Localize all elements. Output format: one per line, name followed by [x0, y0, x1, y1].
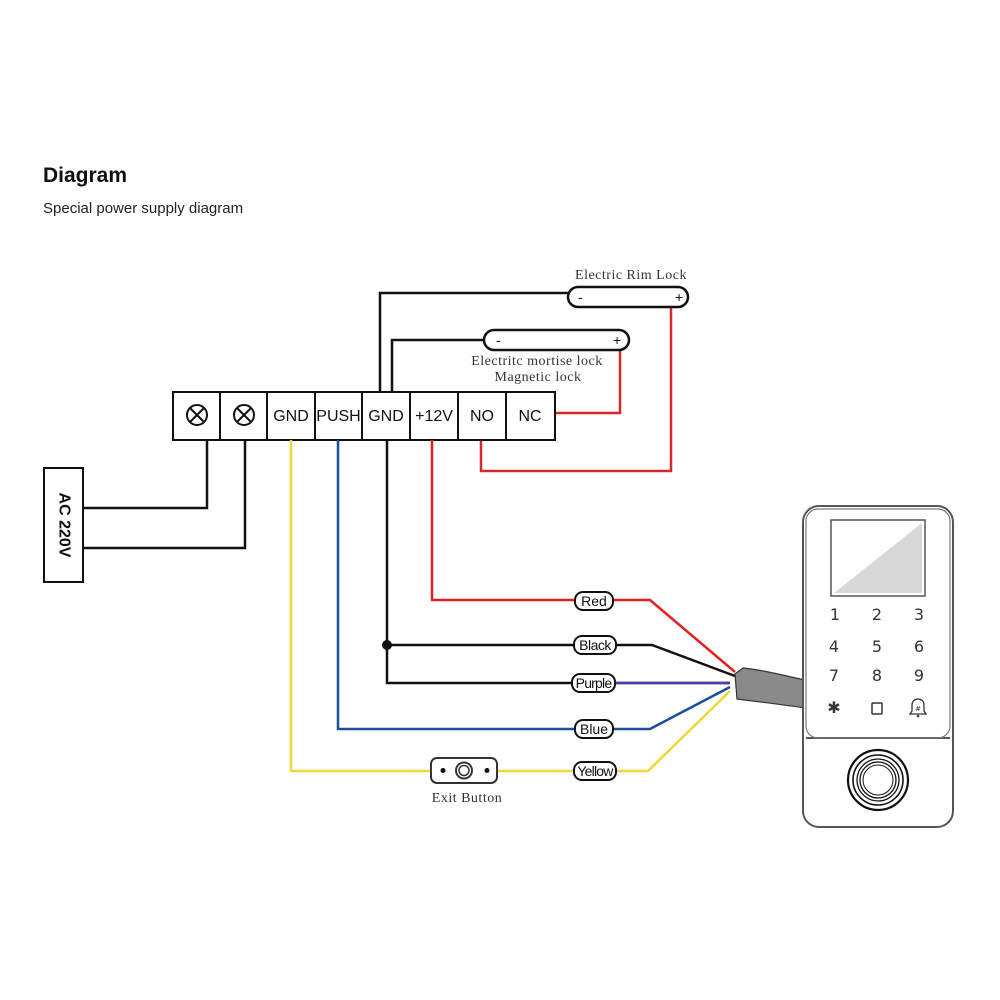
wire-label-black: Black: [573, 635, 617, 655]
access-control-keypad-device: 1 2 3 4 5 6 7 8 9 ✱ #: [802, 505, 954, 828]
key-8: 8: [872, 666, 882, 685]
terminal-push: PUSH: [316, 408, 360, 425]
wire-label-blue: Blue: [574, 719, 614, 739]
terminal-block: GND PUSH GND +12V NO NC: [172, 391, 556, 441]
wire-label-purple: Purple: [571, 673, 616, 693]
svg-text:Red: Red: [581, 593, 607, 609]
device-cable: [734, 667, 806, 709]
page-title: Diagram: [43, 164, 128, 187]
exit-button-label: Exit Button: [432, 791, 502, 806]
rim-lock-plus-wire: [479, 308, 673, 473]
ac-wire-2: [83, 440, 247, 550]
svg-text:Black: Black: [579, 637, 612, 653]
page-subtitle: Special power supply diagram: [43, 200, 244, 217]
fingerprint-sensor-icon: [846, 748, 910, 812]
mortise-lock-plus: +: [613, 332, 621, 348]
terminal-gnd-1: GND: [273, 408, 309, 425]
key-4: 4: [829, 637, 839, 656]
key-5: 5: [872, 637, 882, 656]
mortise-lock-minus-wire: [390, 338, 488, 392]
ac-power-label: AC 220V: [55, 493, 72, 558]
key-zero: [871, 702, 883, 715]
mortise-magnetic-lock: - + Electritc mortise lock Magnetic lock: [471, 328, 631, 385]
svg-text:Blue: Blue: [580, 721, 608, 737]
terminal-nc: NC: [518, 408, 541, 425]
svg-text:Yellow: Yellow: [577, 763, 614, 779]
lamp-x-icon: [186, 404, 208, 426]
ac-wire-1: [83, 440, 209, 510]
key-2: 2: [872, 605, 882, 624]
key-6: 6: [914, 637, 924, 656]
terminal-gnd-2: GND: [368, 408, 404, 425]
svg-text:#: #: [915, 705, 921, 713]
mortise-lock-plus-wire: [555, 350, 622, 415]
key-9: 9: [914, 666, 924, 685]
wire-label-red: Red: [574, 591, 614, 611]
exit-button: Exit Button: [430, 757, 502, 806]
mortise-lock-minus: -: [496, 332, 501, 348]
ac-power-source: AC 220V: [43, 467, 84, 583]
wire-blue: [336, 440, 731, 731]
rim-lock-label: Electric Rim Lock: [575, 268, 687, 283]
key-3: 3: [914, 605, 924, 624]
terminal-12v: +12V: [415, 408, 453, 425]
wire-red: [430, 440, 736, 673]
wire-black: [385, 440, 736, 678]
junction-dot: [382, 640, 392, 650]
key-7: 7: [829, 666, 839, 685]
screen-shade: [834, 523, 922, 593]
rim-lock-plus: +: [675, 289, 683, 305]
lamp-x-icon: [233, 404, 255, 426]
svg-text:Purple: Purple: [576, 675, 613, 691]
rim-lock-minus-wire: [378, 291, 572, 392]
key-star: ✱: [827, 698, 840, 717]
mortise-lock-label: Electritc mortise lock: [471, 354, 603, 369]
magnetic-lock-label: Magnetic lock: [495, 370, 582, 385]
key-1: 1: [830, 605, 840, 624]
bell-hash-icon: #: [908, 698, 928, 718]
electric-rim-lock: - + Electric Rim Lock: [566, 268, 690, 309]
terminal-no: NO: [470, 408, 494, 425]
rim-lock-minus: -: [578, 289, 583, 305]
wire-label-yellow: Yellow: [573, 761, 617, 781]
wire-purple: [385, 645, 730, 685]
